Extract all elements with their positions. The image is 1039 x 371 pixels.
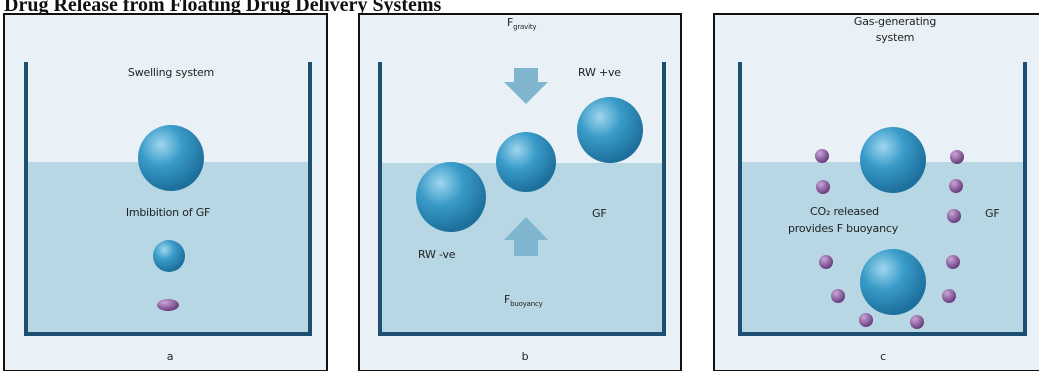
rw-positive-label: RW +ve <box>578 66 621 79</box>
panel-b-middle-sphere <box>496 132 556 192</box>
panel-a-small-sphere <box>153 240 185 272</box>
panel-b-beaker <box>378 62 666 336</box>
co2-label-line1: CO₂ released <box>810 205 879 218</box>
panel-c-beaker <box>738 62 1027 336</box>
figure-heading: Drug Release from Floating Drug Delivery… <box>4 0 442 14</box>
panel-c-upper-sphere <box>860 127 926 193</box>
panel-c-gf-label: GF <box>985 207 1000 220</box>
panel-b-caption: b <box>521 350 529 363</box>
panel-a-particle <box>157 299 179 311</box>
panel-a-large-sphere <box>138 125 204 191</box>
buoyancy-label: Fbuoyancy <box>504 293 543 308</box>
panel-b-floating-sphere <box>577 97 643 163</box>
panel-c-title-line1: Gas-generating <box>853 15 937 28</box>
co2-label-line2: provides F buoyancy <box>788 222 899 235</box>
co2-bubbles <box>815 149 964 329</box>
panel-b-sinking-sphere <box>416 162 486 232</box>
panel-c-lower-sphere <box>860 249 926 315</box>
panel-a-caption: a <box>166 350 174 363</box>
gravity-arrow <box>504 68 548 104</box>
panel-c-caption: c <box>880 350 886 363</box>
rw-negative-label: RW -ve <box>418 248 456 261</box>
panel-b-gf-label: GF <box>592 207 607 220</box>
panel-a-title: Swelling system <box>127 66 215 79</box>
panel-a-imbibition-label: Imbibition of GF <box>125 206 211 219</box>
gravity-label: Fgravity <box>507 16 537 31</box>
panel-c-title-line2: system <box>875 31 915 44</box>
panel-a-beaker <box>24 62 312 336</box>
buoyancy-arrow <box>504 217 548 256</box>
